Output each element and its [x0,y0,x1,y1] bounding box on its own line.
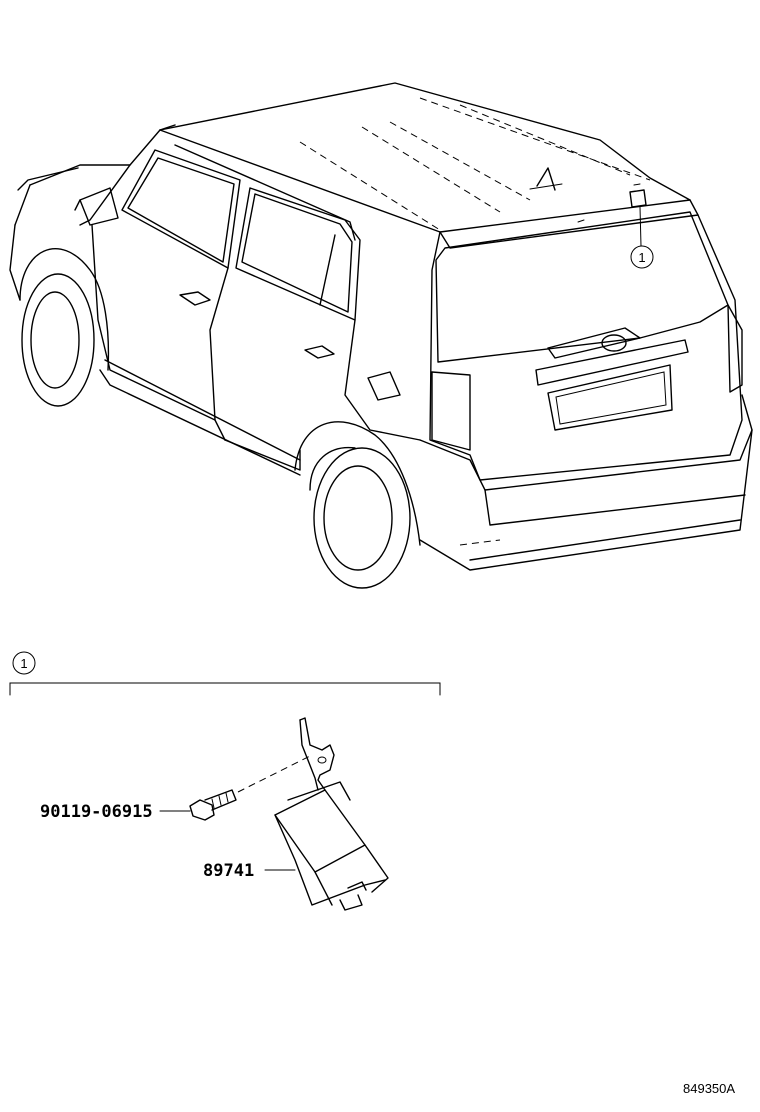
vehicle-illustration [9,82,753,589]
antenna-amplifier-illustration [274,717,389,911]
group-callout: 1 [9,651,441,696]
bolt-illustration [189,789,237,821]
part-number-label: 89741 [203,861,254,881]
figure-code: 849350A [683,1081,735,1096]
vehicle-callout: 1 [630,245,654,269]
vehicle-callout-number: 1 [638,250,645,265]
callout-circle [12,651,36,675]
group-bracket [9,682,441,696]
callout-circle [630,245,654,269]
group-callout-number: 1 [20,656,27,671]
part-number-label: 90119-06915 [40,802,153,822]
installation-line [237,754,313,793]
